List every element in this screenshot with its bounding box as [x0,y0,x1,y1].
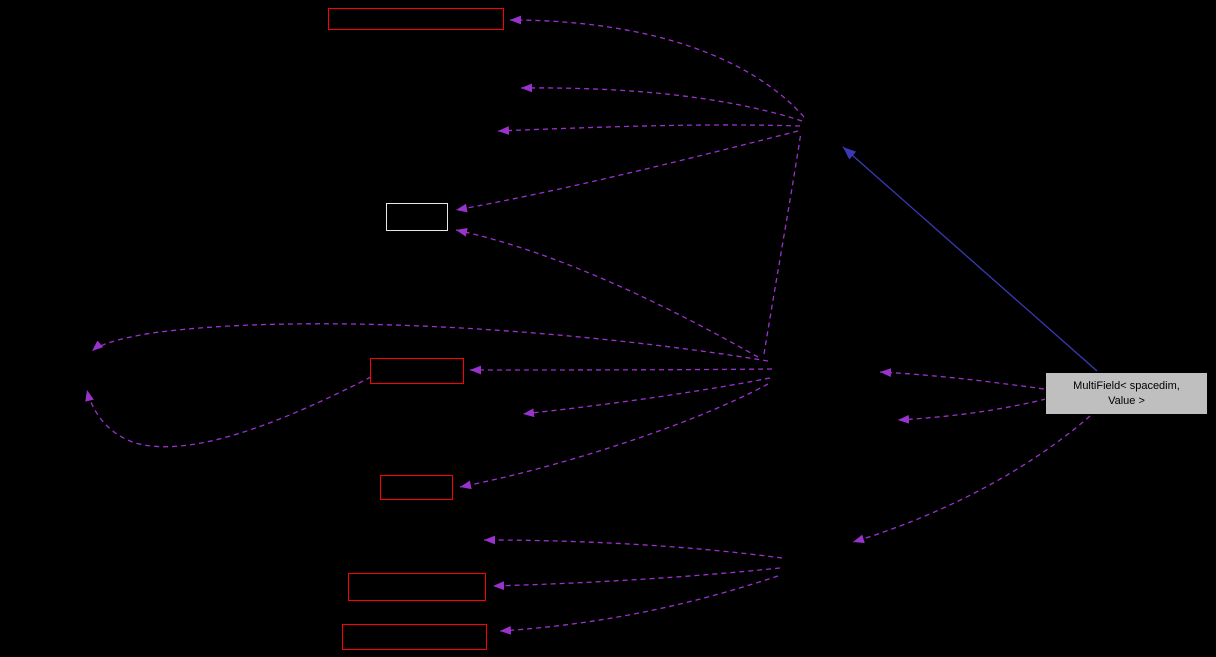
usage-edge-to-hidden-3 [522,377,771,418]
usage-edge-to-mid-red-node [469,365,773,375]
usage-edge-to-plain-node-lower [455,228,759,358]
usage-edge-to-far-left-upper [91,323,769,362]
usage-edge-to-bottom-red-node [499,575,779,635]
usage-edge-to-lower-red-node [492,567,781,591]
class-node-plain[interactable] [386,203,448,231]
usage-edge-to-hidden-2 [497,124,801,135]
main-class-node: MultiField< spacedim, Value > [1045,372,1208,415]
usage-edge-to-plain-node-upper [455,130,799,213]
usage-edge-trunk [763,131,802,355]
class-node-small-truncated[interactable] [380,475,453,500]
main-class-label-line2: Value > [1108,394,1145,407]
usage-edge-from-main-to-bottom-hub [852,415,1091,544]
class-node-top-truncated[interactable] [328,8,504,30]
usage-edge-from-main-to-hidden-5 [897,398,1047,424]
class-node-mid-truncated[interactable] [370,358,464,384]
class-node-bottom-truncated[interactable] [342,624,487,650]
main-class-label-line1: MultiField< spacedim, [1073,379,1180,392]
usage-edge-from-main-to-mid-hub [879,368,1045,390]
usage-edge-to-small-red-node [459,383,769,490]
usage-edge-to-top-node [509,15,805,118]
usage-edge-to-hidden-4 [483,535,783,559]
usage-edge-loop-to-far-left-lower [85,376,372,448]
class-node-lower-truncated[interactable] [348,573,486,601]
inheritance-edge-from-main [842,146,1098,372]
usage-edge-to-hidden-1 [520,83,803,122]
